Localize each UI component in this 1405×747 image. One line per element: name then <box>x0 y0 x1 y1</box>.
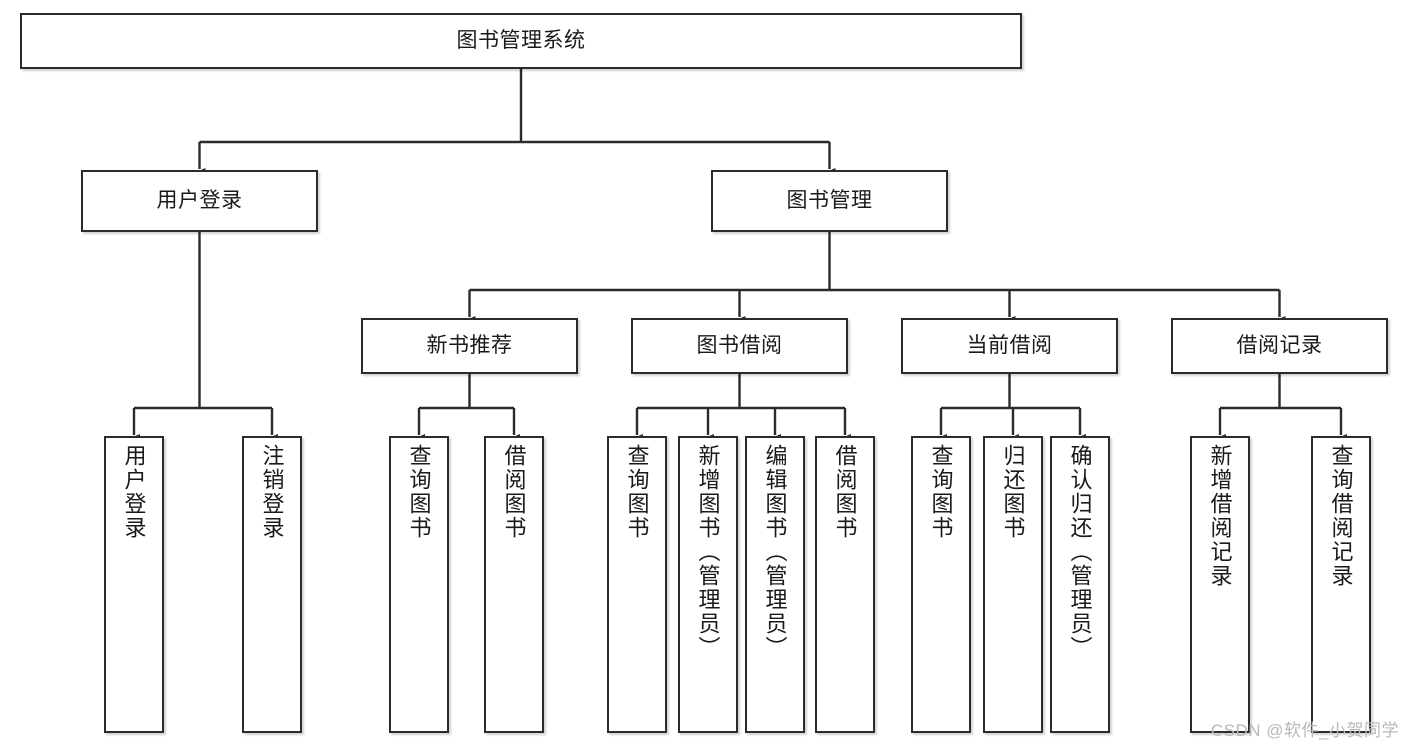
node-root[interactable]: 图书管理系统 <box>20 13 1022 69</box>
node-borrow-record[interactable]: 借阅记录 <box>1171 318 1388 374</box>
node-label: 查询借阅记录 <box>1328 444 1354 588</box>
node-label: 归还图书 <box>1000 444 1026 540</box>
node-label: 图书管理 <box>786 188 873 212</box>
node-label: 图书借阅 <box>696 333 783 357</box>
watermark-text: CSDN @软件_小贺同学 <box>1210 721 1399 740</box>
node-current-borrow[interactable]: 当前借阅 <box>901 318 1118 374</box>
node-label: 确认归还（管理员） <box>1067 444 1093 660</box>
node-leaf-add-record[interactable]: 新增借阅记录 <box>1190 436 1250 733</box>
node-label: 编辑图书（管理员） <box>762 444 788 660</box>
node-label: 用户登录 <box>121 444 147 540</box>
node-label: 借阅记录 <box>1236 333 1323 357</box>
edge-trunk-book-borrow <box>637 374 845 410</box>
node-leaf-query-record[interactable]: 查询借阅记录 <box>1311 436 1371 733</box>
node-label: 借阅图书 <box>501 444 527 540</box>
edge-trunk-root <box>199 69 830 144</box>
edge-trunk-user-login <box>134 232 272 410</box>
node-leaf-user-login[interactable]: 用户登录 <box>104 436 164 733</box>
edge-trunk-book-manage <box>469 232 1280 292</box>
node-label: 新增借阅记录 <box>1207 444 1233 588</box>
node-leaf-query-book-a[interactable]: 查询图书 <box>389 436 449 733</box>
node-label: 查询图书 <box>928 444 954 540</box>
node-book-manage[interactable]: 图书管理 <box>711 170 948 232</box>
node-label: 当前借阅 <box>966 333 1053 357</box>
node-leaf-return-book[interactable]: 归还图书 <box>983 436 1043 733</box>
node-label: 图书管理系统 <box>456 28 586 52</box>
node-new-book-recommend[interactable]: 新书推荐 <box>361 318 578 374</box>
node-label: 借阅图书 <box>832 444 858 540</box>
node-label: 新书推荐 <box>426 333 513 357</box>
node-leaf-logout[interactable]: 注销登录 <box>242 436 302 733</box>
node-label: 用户登录 <box>156 188 243 212</box>
node-leaf-query-book-c[interactable]: 查询图书 <box>911 436 971 733</box>
node-label: 新增图书（管理员） <box>695 444 721 660</box>
node-leaf-edit-book[interactable]: 编辑图书（管理员） <box>745 436 805 733</box>
node-leaf-confirm-return[interactable]: 确认归还（管理员） <box>1050 436 1110 733</box>
node-leaf-borrow-book-b[interactable]: 借阅图书 <box>815 436 875 733</box>
edge-trunk-new-book-recommend <box>419 374 514 410</box>
node-label: 查询图书 <box>406 444 432 540</box>
node-label: 注销登录 <box>259 444 285 540</box>
node-leaf-borrow-book-a[interactable]: 借阅图书 <box>484 436 544 733</box>
node-leaf-query-book-b[interactable]: 查询图书 <box>607 436 667 733</box>
edge-trunk-borrow-record <box>1220 374 1341 410</box>
edge-trunk-current-borrow <box>941 374 1080 410</box>
node-book-borrow[interactable]: 图书借阅 <box>631 318 848 374</box>
node-leaf-add-book[interactable]: 新增图书（管理员） <box>678 436 738 733</box>
node-user-login[interactable]: 用户登录 <box>81 170 318 232</box>
node-label: 查询图书 <box>624 444 650 540</box>
